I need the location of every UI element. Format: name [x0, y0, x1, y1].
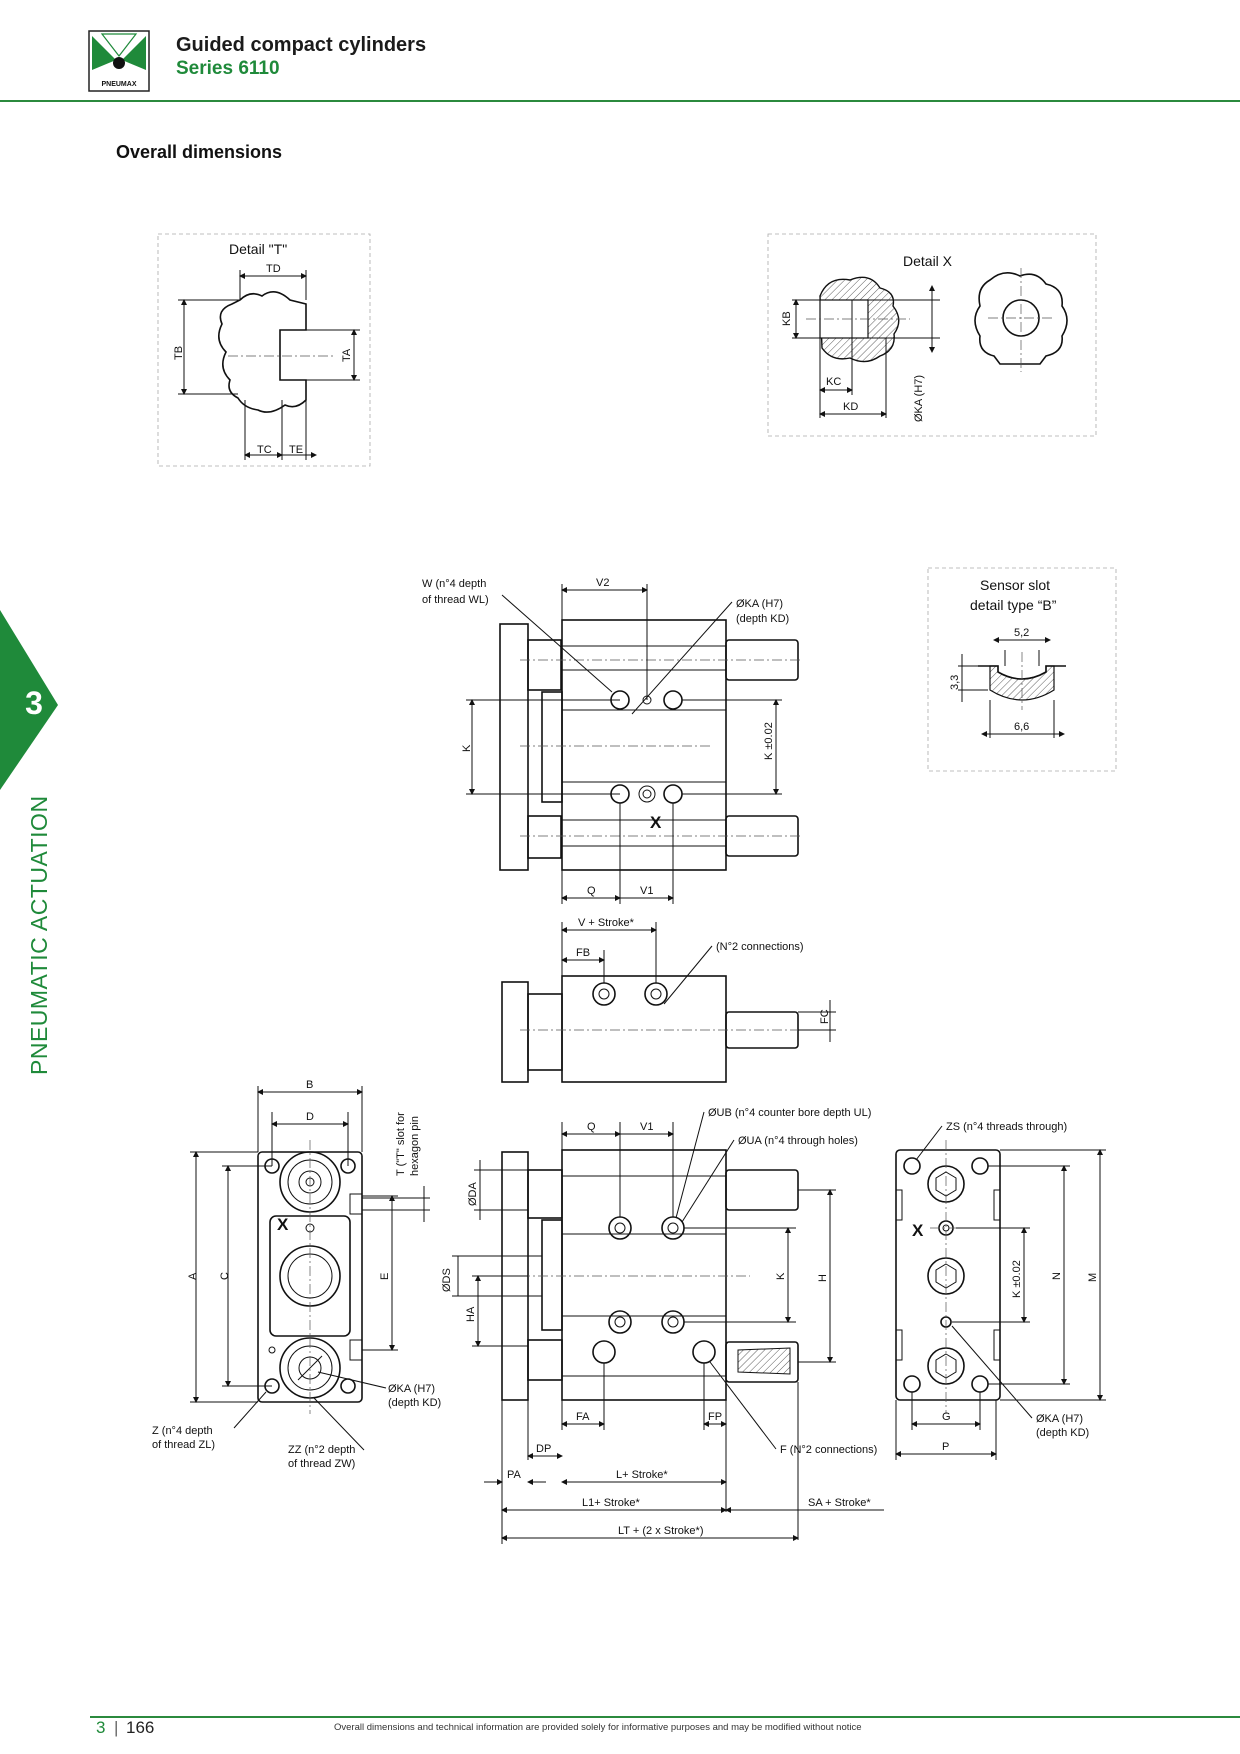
side-view: V + Stroke* FB (N°2 connections) FC	[501, 917, 836, 1083]
label-td: TD	[266, 263, 281, 275]
front-ka-line1: ØKA (H7)	[388, 1383, 435, 1395]
bottom-fa: FA	[576, 1411, 590, 1423]
bottom-lt-stroke: LT + (2 x Stroke*)	[618, 1525, 704, 1537]
side-fb: FB	[576, 947, 590, 959]
label-te: TE	[289, 444, 303, 456]
top-w-line1: W (n°4 depth	[422, 578, 486, 590]
rear-view: ZS (n°4 threads through) X K ±0.02 N M G…	[895, 1121, 1106, 1460]
rear-k-tol: K ±0.02	[1011, 1260, 1023, 1298]
sensor-dim-top: 5,2	[1014, 627, 1029, 639]
label-ka: ØKA (H7)	[913, 375, 925, 422]
sensor-slot-detail: Sensor slot detail type “B” 5,2 3,3 6,6	[927, 567, 1117, 772]
bottom-fp: FP	[708, 1411, 722, 1423]
detail-t-title: Detail "T"	[229, 241, 287, 257]
rear-zs: ZS (n°4 threads through)	[946, 1121, 1067, 1133]
bottom-view: Q V1 ØUB (n°4 counter bore depth UL) ØUA…	[441, 1107, 884, 1544]
top-w-line2: of thread WL)	[422, 594, 489, 606]
top-ka-line1: ØKA (H7)	[736, 598, 783, 610]
sensor-slot-title-2: detail type “B”	[970, 597, 1057, 613]
logo-text: PNEUMAX	[101, 81, 136, 88]
detail-x: Detail X KB KC KD ØKA (H7)	[767, 233, 1097, 437]
rear-g: G	[942, 1411, 951, 1423]
footer-separator: |	[114, 1718, 119, 1737]
sensor-dim-bottom: 6,6	[1014, 721, 1029, 733]
side-connections: (N°2 connections)	[716, 941, 804, 953]
pneumax-logo: PNEUMAX	[88, 30, 150, 92]
bottom-ha: HA	[465, 1306, 477, 1322]
label-kb: KB	[781, 311, 793, 326]
bottom-pa: PA	[507, 1469, 522, 1481]
bottom-ds: ØDS	[441, 1268, 453, 1292]
bottom-k: K	[775, 1272, 787, 1280]
side-v-stroke: V + Stroke*	[578, 917, 635, 929]
footer-rule	[90, 1716, 1240, 1718]
section-title: Overall dimensions	[116, 142, 283, 162]
bottom-da: ØDA	[467, 1182, 479, 1207]
front-x-marker: X	[277, 1215, 289, 1234]
bottom-h: H	[817, 1274, 829, 1282]
top-k-tol: K ±0.02	[763, 722, 775, 760]
detail-t: Detail "T" TD TB TA TC TE	[157, 233, 371, 467]
label-kd: KD	[843, 401, 858, 413]
bottom-l1-stroke: L1+ Stroke*	[582, 1497, 641, 1509]
top-v2: V2	[596, 577, 609, 589]
front-d: D	[306, 1111, 314, 1123]
front-zz-line2: of thread ZW)	[288, 1458, 355, 1470]
front-e: E	[379, 1273, 391, 1280]
top-ka-line2: (depth KD)	[736, 613, 789, 625]
front-z-line2: of thread ZL)	[152, 1439, 215, 1451]
detail-x-title: Detail X	[903, 253, 953, 269]
front-zz-line1: ZZ (n°2 depth	[288, 1444, 355, 1456]
series-subtitle: Series 6110	[176, 58, 280, 79]
bottom-ua: ØUA (n°4 through holes)	[738, 1135, 858, 1147]
page-header: PNEUMAX Guided compact cylinders Series …	[0, 0, 1240, 104]
top-view: W (n°4 depth of thread WL) V2 ØKA (H7) (…	[422, 577, 800, 904]
bottom-f: F (N°2 connections)	[780, 1444, 877, 1456]
rear-ka-line1: ØKA (H7)	[1036, 1413, 1083, 1425]
bottom-l-stroke: L+ Stroke*	[616, 1469, 668, 1481]
chapter-number: 3	[25, 685, 43, 721]
front-a: A	[187, 1272, 199, 1280]
front-z-line1: Z (n°4 depth	[152, 1425, 213, 1437]
header-rule	[0, 100, 1240, 102]
top-x-marker: X	[650, 813, 662, 832]
sensor-slot-title-1: Sensor slot	[980, 577, 1050, 593]
label-ta: TA	[341, 348, 353, 362]
label-tc: TC	[257, 444, 272, 456]
label-tb: TB	[173, 346, 185, 360]
front-t-line1: T ("T" slot for	[395, 1112, 407, 1176]
top-k: K	[461, 744, 473, 752]
bottom-v1: V1	[640, 1121, 653, 1133]
footer-disclaimer: Overall dimensions and technical informa…	[334, 1722, 862, 1733]
footer-chapter: 3	[96, 1718, 106, 1737]
label-kc: KC	[826, 376, 841, 388]
rear-n: N	[1051, 1272, 1063, 1280]
sensor-dim-side: 3,3	[949, 675, 961, 690]
bottom-sa-stroke: SA + Stroke*	[808, 1497, 871, 1509]
chapter-tab: 3	[0, 610, 58, 790]
front-t-line2: hexagon pin	[409, 1116, 421, 1176]
bottom-dp: DP	[536, 1443, 551, 1455]
rear-x-marker: X	[912, 1221, 924, 1240]
front-ka-line2: (depth KD)	[388, 1397, 441, 1409]
side-fc: FC	[819, 1009, 831, 1024]
page-number: 166	[126, 1718, 155, 1737]
bottom-q: Q	[587, 1121, 596, 1133]
front-view: B D T ("T" slot for hexagon pin A C E X …	[152, 1079, 441, 1470]
front-c: C	[219, 1272, 231, 1280]
rear-m: M	[1087, 1273, 1099, 1282]
rear-p: P	[942, 1441, 949, 1453]
front-b: B	[306, 1079, 313, 1091]
rear-ka-line2: (depth KD)	[1036, 1427, 1089, 1439]
bottom-ub: ØUB (n°4 counter bore depth UL)	[708, 1107, 871, 1119]
page-title: Guided compact cylinders	[176, 34, 427, 56]
top-q: Q	[587, 885, 596, 897]
top-v1: V1	[640, 885, 653, 897]
